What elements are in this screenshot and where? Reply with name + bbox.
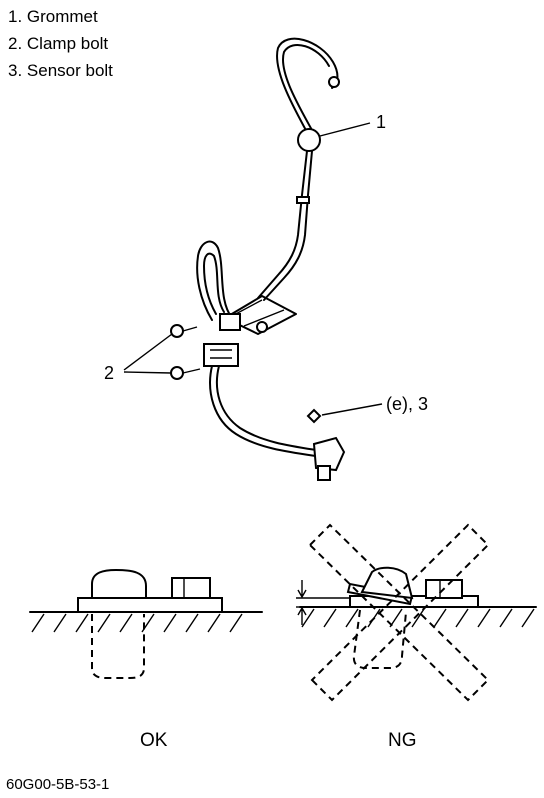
- ok-sensor-shaft: [91, 614, 145, 679]
- cable-end-cap: [328, 76, 340, 88]
- legend-item-sensor-bolt: 3. Sensor bolt: [8, 61, 113, 80]
- legend: 1. Grommet 2. Clamp bolt 3. Sensor bolt: [8, 7, 113, 80]
- wheel-sensor-tip: [317, 465, 331, 481]
- callout-sensor-bolt: (e), 3: [386, 394, 428, 414]
- gap-arrow-top: [297, 580, 307, 599]
- bracket-upper: [224, 295, 297, 335]
- ng-detail: NG: [296, 523, 537, 751]
- ok-surface-hatch: [31, 613, 243, 633]
- clamp-bolt-right: [256, 321, 268, 333]
- cable-upper-outer: [263, 150, 313, 301]
- clamp-lower: [203, 343, 239, 367]
- cable-top-hook-inner: [282, 43, 330, 133]
- callouts: 1 2 (e), 3: [104, 112, 428, 416]
- sensor-harness: [170, 37, 346, 481]
- gap-arrow-bottom: [297, 606, 307, 625]
- ok-sensor-flange: [77, 597, 223, 613]
- figure-code: 60G00-5B-53-1: [6, 776, 109, 793]
- grommet-leader: [319, 122, 371, 137]
- ng-sensor-body: [360, 566, 414, 600]
- ok-sensor-connector: [171, 577, 211, 599]
- wheel-sensor: [312, 436, 346, 472]
- caption-ok: OK: [140, 730, 168, 751]
- grommet: [297, 128, 321, 152]
- clamp-bolt-leader-upper: [123, 333, 173, 371]
- clamp-bolt-upper: [170, 324, 198, 338]
- sensor-bolt: [306, 408, 322, 424]
- cable-loop-inner: [203, 252, 225, 315]
- cable-lower-inner: [215, 365, 317, 451]
- clamp-upper: [219, 313, 241, 331]
- ng-cross-stroke-b: [310, 523, 490, 702]
- legend-item-grommet: 1. Grommet: [8, 7, 98, 26]
- callout-clamp-bolt: 2: [104, 363, 114, 383]
- cable-top-hook: [276, 37, 339, 135]
- clamp-lower-detail: [210, 349, 232, 359]
- ok-detail: OK: [29, 568, 263, 751]
- cable-upper: [257, 150, 308, 299]
- legend-item-clamp-bolt: 2. Clamp bolt: [8, 34, 108, 53]
- cable-lower: [209, 365, 317, 457]
- ng-sensor-shaft: [352, 609, 407, 669]
- sensor-bolt-leader: [321, 403, 383, 416]
- clamp-bolt-leader-lower: [123, 371, 172, 374]
- ng-cross-stroke-a: [308, 523, 490, 702]
- callout-grommet: 1: [376, 112, 386, 132]
- ng-surface-hatch: [301, 608, 535, 628]
- cable-loop: [196, 240, 233, 321]
- ok-sensor-body: [91, 568, 147, 599]
- clamp-bolt-lower: [170, 366, 201, 380]
- caption-ng: NG: [388, 730, 417, 751]
- cable-clip: [296, 196, 310, 204]
